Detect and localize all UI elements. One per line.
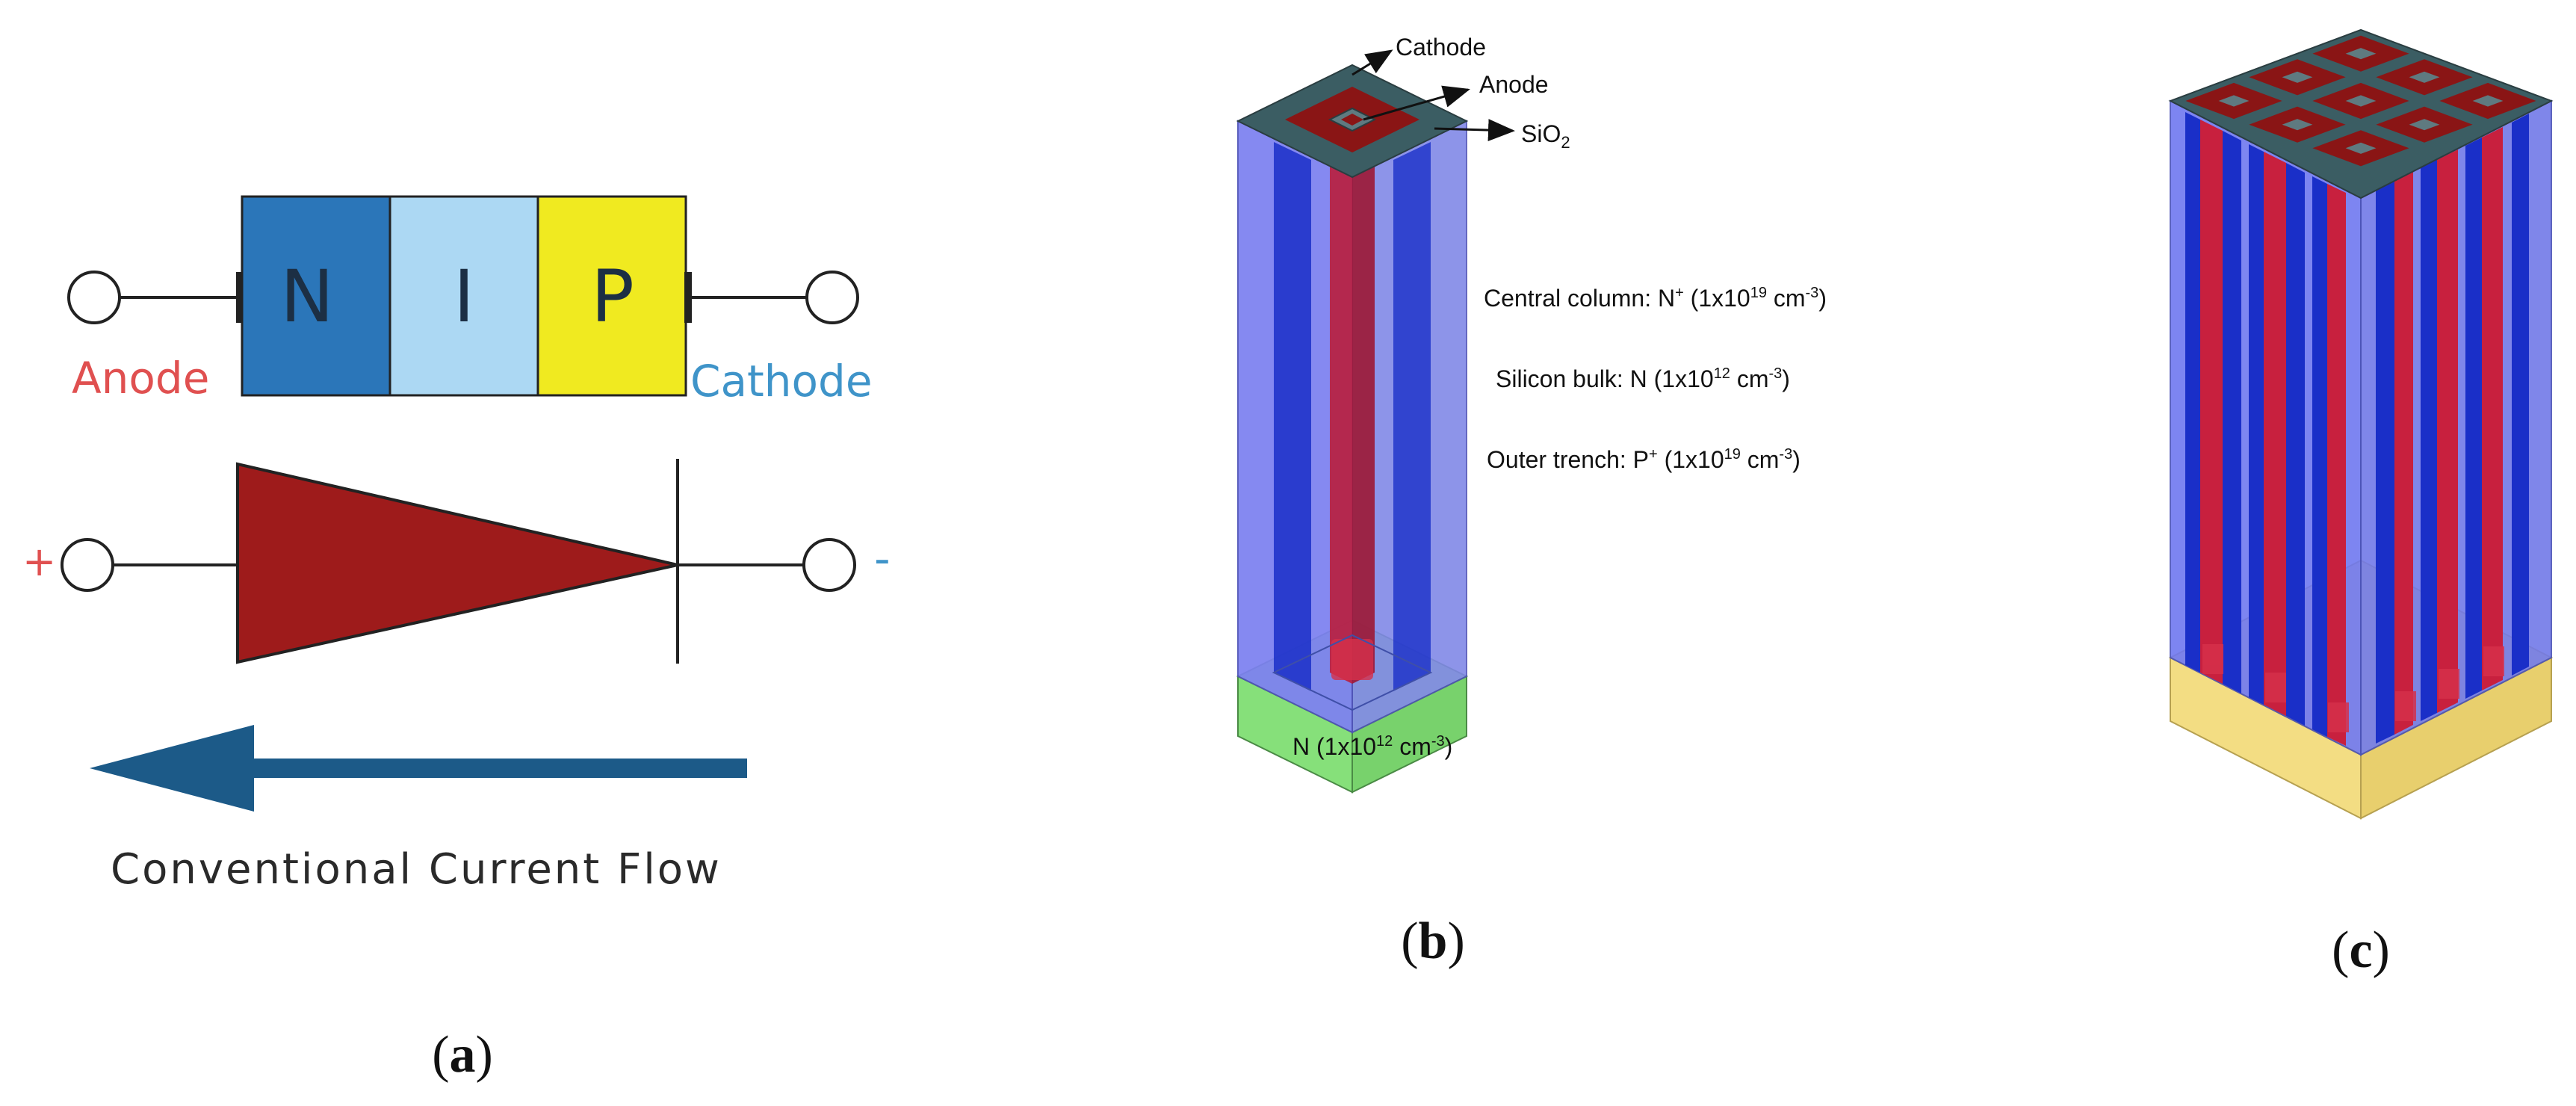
cathode-pointer [1352, 49, 1393, 76]
caption-c: (c) [2332, 921, 2390, 979]
sio2-annotation: SiO2 [1521, 120, 1570, 152]
array-front-stripes [2185, 112, 2346, 746]
central-column-side [1352, 161, 1375, 684]
plus-label: + [22, 538, 56, 585]
array-bottom-feet [2202, 644, 2504, 732]
central-column [1330, 161, 1352, 684]
panel-b: Cathode Anode SiO2 Central column: N+ (1… [1236, 34, 1827, 970]
cathode-pad [2282, 71, 2313, 83]
central-column-annotation: Central column: N+ (1x1019 cm-3) [1484, 285, 1827, 312]
inner-base-outline [1272, 634, 1433, 711]
sio2-pointer [1434, 119, 1515, 142]
array-right-stripes [2376, 114, 2529, 744]
anode-contact [236, 272, 244, 323]
cathode-pad [2218, 95, 2250, 107]
cathode-contact [684, 272, 692, 323]
panel-a: N I P Anode Cathode + - Conventional Cur… [22, 195, 891, 1084]
diode-triangle-icon [236, 462, 678, 664]
anode-terminal-icon [67, 271, 121, 324]
caption-b: (b) [1401, 912, 1465, 970]
cathode-inner [1341, 114, 1363, 126]
n-region [241, 195, 391, 397]
cathode-annotation: Cathode [1396, 34, 1486, 61]
panel-c: (c) [2168, 28, 2554, 979]
i-region-label: I [453, 255, 474, 339]
cathode-pad [2282, 119, 2313, 131]
central-column-bottom [1331, 639, 1373, 680]
cathode-pad [2345, 48, 2377, 60]
anode-pointer [1363, 85, 1470, 121]
current-arrow-head-icon [90, 725, 254, 812]
minus-label: - [874, 533, 891, 585]
substrate-annotation: N (1x1012 cm-3) [1292, 733, 1452, 760]
current-arrow-shaft [239, 759, 747, 778]
cathode-pad [2409, 119, 2440, 131]
p-region-label: P [591, 255, 634, 339]
anode-label: Anode [72, 353, 209, 404]
trench-inner-right [1393, 142, 1431, 691]
cathode-pad [2472, 95, 2504, 107]
cathode-terminal-icon [805, 271, 859, 324]
array-top-pads [2185, 35, 2536, 167]
cathode-label: Cathode [690, 356, 873, 407]
cathode-pad [2345, 95, 2377, 107]
silicon-bulk-annotation: Silicon bulk: N (1x1012 cm-3) [1496, 365, 1790, 392]
cathode-pad [2345, 142, 2377, 154]
current-flow-label: Conventional Current Flow [111, 845, 722, 894]
i-region [388, 195, 539, 397]
caption-a: (a) [432, 1026, 493, 1084]
trench-inner-left [1274, 142, 1311, 691]
outer-trench-annotation: Outer trench: P+ (1x1019 cm-3) [1487, 446, 1801, 473]
n-region-label: N [280, 255, 334, 339]
plus-terminal-icon [61, 538, 114, 592]
anode-annotation: Anode [1479, 71, 1549, 98]
minus-terminal-icon [802, 538, 856, 592]
cathode-pad [2409, 71, 2440, 83]
